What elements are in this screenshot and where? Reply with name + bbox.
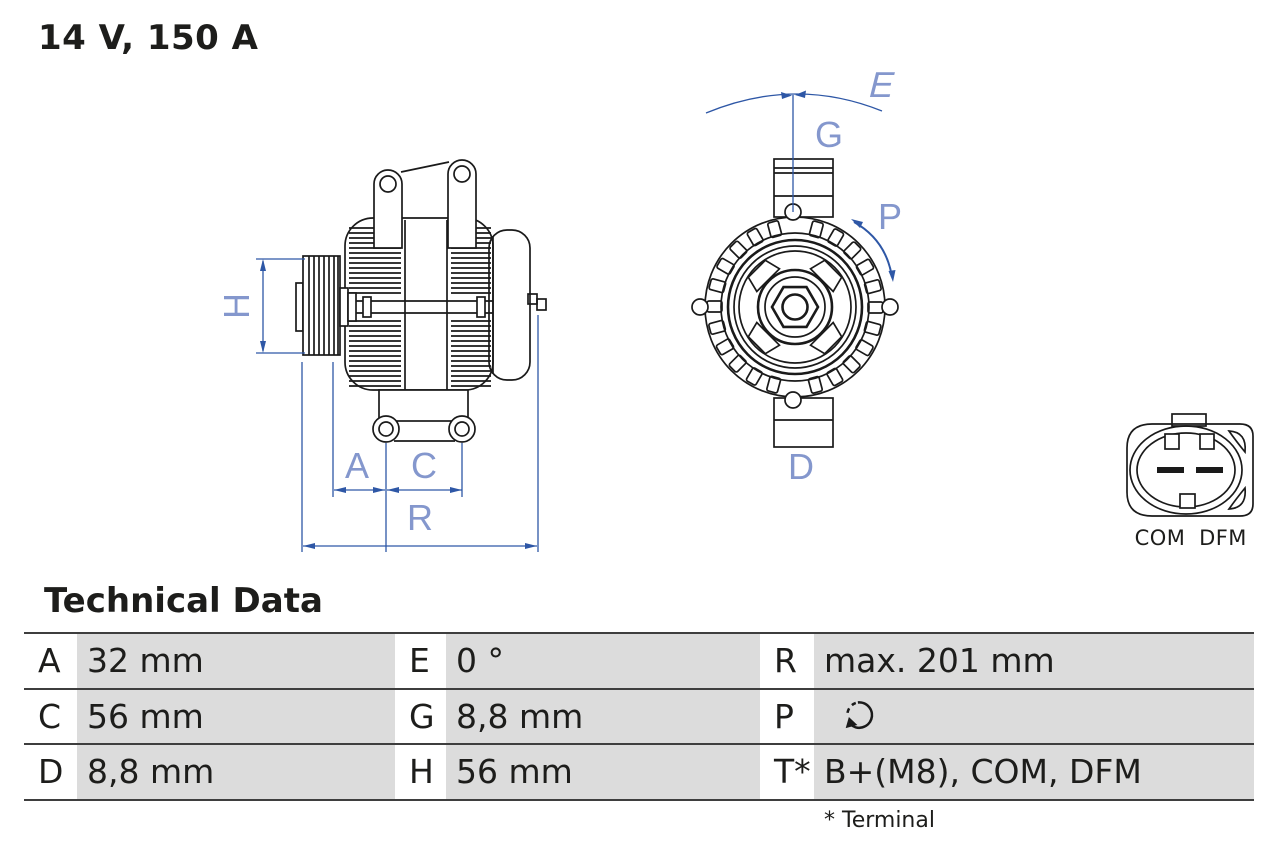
- dimension-c: C: [387, 445, 462, 493]
- dim-value-cell: [814, 689, 1254, 744]
- dim-value-cell: 8,8 mm: [446, 689, 760, 744]
- vent-ring: [704, 216, 886, 398]
- dimension-a: A: [334, 445, 385, 493]
- pin-dfm: [1196, 467, 1223, 473]
- dim-label-d: D: [788, 446, 814, 487]
- technical-drawing: COM DFM H A C: [216, 65, 1254, 552]
- side-view-drawing: [295, 159, 547, 443]
- connector-key-right: [1199, 433, 1215, 450]
- left-ear: [691, 298, 709, 316]
- pin-com: [1157, 467, 1184, 473]
- shaft-nut: [770, 285, 820, 329]
- dim-label-p: P: [878, 196, 902, 237]
- technical-data-section: Technical Data A 32 mm E 0 ° R max. 201 …: [24, 581, 1254, 833]
- dim-value-cell: 56 mm: [446, 745, 760, 799]
- dim-key-cell: A: [24, 634, 77, 688]
- front-view-drawing: [691, 158, 899, 448]
- table-title: Technical Data: [44, 581, 323, 621]
- dimension-e: E: [705, 65, 899, 114]
- dim-key-cell: C: [24, 689, 77, 744]
- corner-wedge-top: [1227, 430, 1247, 455]
- fan-and-hub: [726, 238, 864, 376]
- corner-wedge-bottom: [1227, 485, 1247, 510]
- dimension-r: R: [303, 497, 537, 549]
- dim-value-cell: 56 mm: [77, 689, 395, 744]
- table-row: D 8,8 mm H 56 mm T* B+(M8), COM, DFM: [24, 743, 1254, 799]
- connector-housing: [1126, 423, 1254, 517]
- rear-cover: [488, 229, 531, 381]
- dim-key-cell: H: [395, 745, 446, 799]
- bottom-mounting-bracket: [372, 389, 476, 443]
- connector-oval-outer: [1129, 425, 1243, 515]
- dim-value-cell: B+(M8), COM, DFM: [814, 745, 1254, 799]
- dim-label-h: H: [216, 293, 257, 319]
- connector-label-dfm: DFM: [1199, 526, 1247, 550]
- connector-label-com: COM: [1135, 526, 1186, 550]
- terminal-stud: [527, 293, 547, 311]
- connector-drawing: COM DFM: [1126, 413, 1254, 550]
- dim-label-a: A: [345, 445, 369, 486]
- dimension-g: G: [792, 95, 843, 212]
- dim-value-cell: 0 °: [446, 634, 760, 688]
- product-rating: 14 V, 150 A: [38, 18, 259, 58]
- dim-label-g: G: [815, 114, 843, 155]
- dim-value-cell: 8,8 mm: [77, 745, 395, 799]
- front-top-lug: [773, 158, 834, 221]
- footnote-terminal: * Terminal: [824, 807, 935, 833]
- right-ear: [881, 298, 899, 316]
- clockwise-rotation-icon: [845, 701, 874, 730]
- dim-key-cell: R: [760, 634, 814, 688]
- dim-value-cell: 32 mm: [77, 634, 395, 688]
- dimension-p: P: [851, 196, 902, 282]
- front-bottom-lug: [773, 391, 834, 448]
- dim-key-cell: T*: [760, 745, 814, 799]
- dim-key-cell: E: [395, 634, 446, 688]
- dimension-h: H: [216, 258, 305, 354]
- technical-data-table: A 32 mm E 0 ° R max. 201 mm C 56 mm G 8,…: [24, 632, 1254, 801]
- table-row: C 56 mm G 8,8 mm P: [24, 687, 1254, 744]
- top-mounting-lugs: [373, 159, 477, 249]
- dim-key-cell: D: [24, 745, 77, 799]
- connector-key-bottom: [1179, 493, 1196, 509]
- connector-key-left: [1164, 433, 1180, 450]
- dim-value-cell: max. 201 mm: [814, 634, 1254, 688]
- pulley: [295, 255, 357, 356]
- table-row: A 32 mm E 0 ° R max. 201 mm: [24, 632, 1254, 688]
- dim-key-cell: G: [395, 689, 446, 744]
- dimension-annotations: H A C R E: [216, 65, 902, 552]
- dim-label-c: C: [411, 445, 437, 486]
- dim-label-r: R: [407, 497, 433, 538]
- dim-key-cell: P: [760, 689, 814, 744]
- dim-label-e: E: [865, 65, 899, 105]
